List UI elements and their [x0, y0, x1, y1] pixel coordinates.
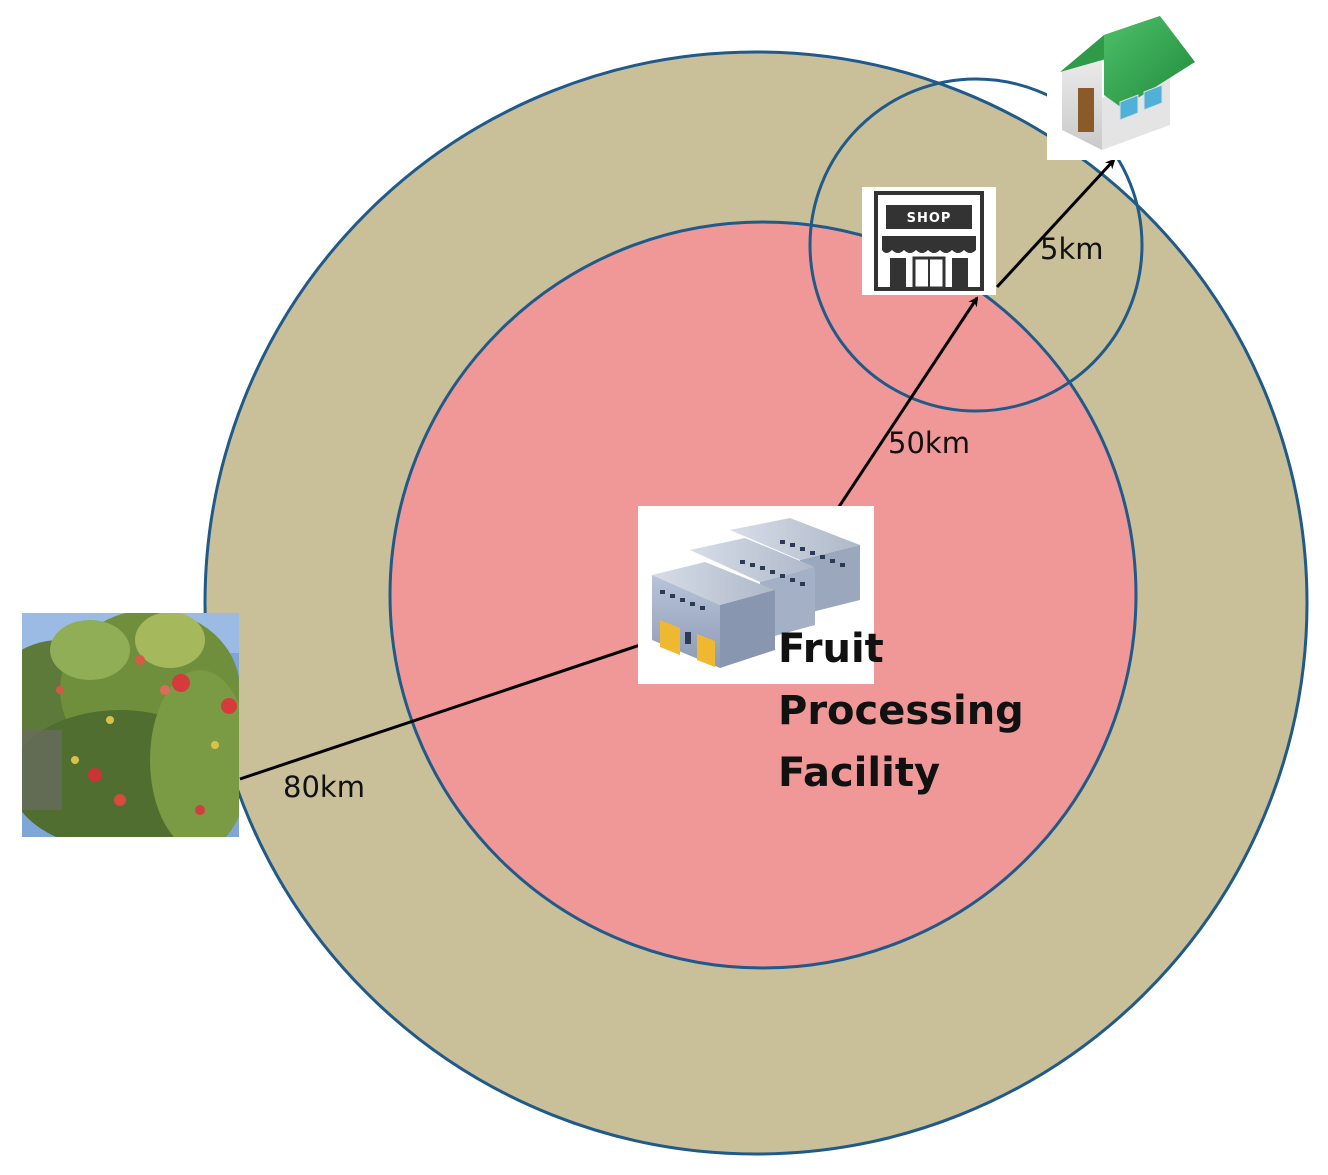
facility-label-line-2: Processing: [778, 688, 1024, 734]
house-icon: [1047, 15, 1197, 160]
orchard-photo: [22, 613, 239, 837]
distance-label-80km: 80km: [283, 770, 365, 804]
shop-icon: SHOP: [862, 187, 996, 295]
facility-label: Fruit Processing Facility: [778, 626, 1038, 796]
arrow-orchard-to-facility: [239, 637, 657, 781]
distance-label-50km: 50km: [888, 426, 970, 460]
local-zone-circle: [808, 77, 1144, 413]
distance-label-5km: 5km: [1040, 232, 1104, 266]
facility-label-line-1: Fruit: [778, 626, 884, 672]
factory-icon: [638, 506, 874, 684]
facility-label-line-3: Facility: [778, 750, 940, 796]
arrow-shop-to-home: [995, 158, 1116, 289]
arrow-facility-to-shop: [813, 296, 979, 544]
shop-sign-text: SHOP: [907, 211, 952, 226]
